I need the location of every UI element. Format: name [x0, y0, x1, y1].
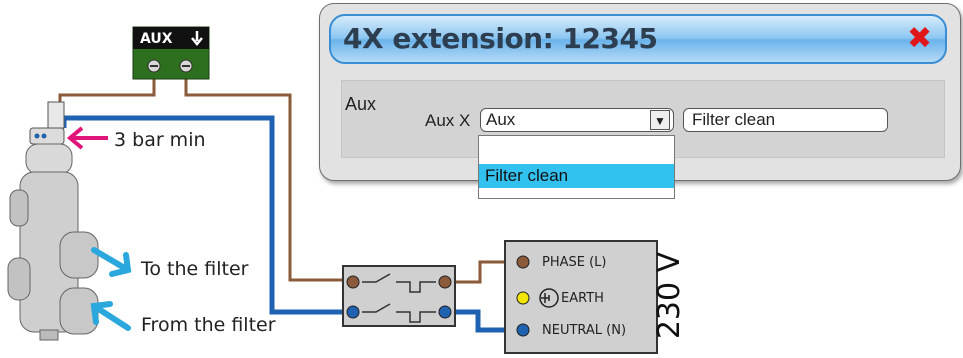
pressure-label: 3 bar min	[114, 129, 206, 151]
aux-select-value: Aux	[486, 110, 516, 129]
to-filter-arrow-icon	[91, 247, 132, 277]
filter-body-icon	[7, 143, 99, 341]
to-filter-label: To the filter	[141, 258, 249, 280]
dropdown-option-filter-clean[interactable]: Filter clean	[485, 166, 569, 185]
neutral-label: NEUTRAL (N)	[542, 323, 627, 338]
aux-x-label: Aux X	[425, 111, 471, 130]
aux-name-value: Filter clean	[692, 110, 776, 129]
down-arrow-icon	[191, 31, 203, 46]
dropdown-option-highlight[interactable]	[479, 164, 674, 188]
relay-box	[342, 265, 456, 327]
brown-wire-relay-to-phase	[453, 260, 512, 284]
aux-select[interactable]	[480, 108, 674, 132]
dialog-titlebar	[329, 14, 947, 64]
aux-name-input[interactable]	[683, 108, 888, 132]
dialog-title: 4X extension: 12345	[343, 22, 658, 55]
dropdown-option-empty[interactable]	[479, 137, 674, 161]
aux-panel-label: Aux	[345, 94, 377, 114]
earth-label: EARTH	[561, 291, 604, 306]
blue-wire-relay-to-neutral	[453, 309, 512, 333]
pressure-switch-icon	[29, 101, 65, 145]
relay-contact-icon	[362, 273, 436, 293]
brown-wire-aux-to-relay	[58, 78, 345, 282]
close-icon[interactable]: ✖	[907, 21, 933, 56]
earth-icon	[539, 288, 559, 308]
from-filter-label: From the filter	[141, 314, 276, 336]
relay-contact-icon	[362, 303, 436, 323]
phase-label: PHASE (L)	[542, 255, 607, 270]
power-box	[504, 240, 658, 354]
from-filter-arrow-icon	[90, 301, 131, 331]
voltage-label: 230 V	[652, 251, 688, 340]
pressure-arrow-icon	[66, 126, 108, 150]
aux-label: AUX	[140, 31, 173, 47]
chevron-down-icon[interactable]: ▼	[650, 110, 670, 130]
